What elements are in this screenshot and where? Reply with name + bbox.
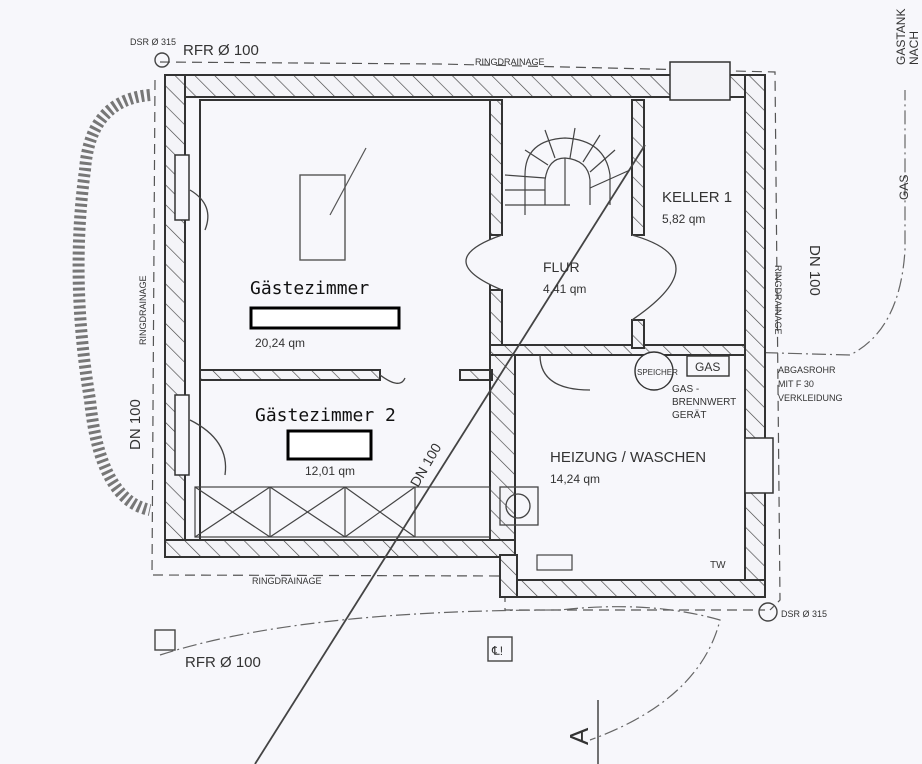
speicher-label: SPEICHER	[637, 368, 678, 377]
switch-box	[536, 554, 573, 571]
billiard-table	[299, 174, 346, 261]
room-area-flur: 4,41 qm	[543, 282, 586, 296]
dn100-diagonal-label: DN 100	[407, 440, 445, 489]
room-area-heizung: 14,24 qm	[550, 472, 600, 486]
speicher-tank	[634, 351, 674, 391]
chimney	[669, 61, 731, 101]
doors	[189, 189, 677, 476]
gastank-label: GASTANK	[894, 9, 908, 65]
rfr-top-label: RFR Ø 100	[183, 42, 259, 59]
windows	[174, 154, 774, 494]
gas-box	[686, 355, 730, 377]
redaction-box-1	[249, 306, 401, 330]
dsr-top-circle	[154, 52, 170, 68]
section-marker-a: A	[564, 727, 594, 745]
drainage-loop	[72, 89, 152, 516]
storage-shelf	[194, 486, 491, 538]
room-name-gaestezimmer: Gästezimmer	[250, 278, 369, 299]
abgas-label-1: ABGASROHR	[778, 365, 836, 375]
redaction-box-2	[286, 429, 373, 461]
brennwert-label-3: GERÄT	[672, 409, 706, 421]
tw-label: TW	[710, 560, 726, 571]
abgas-label-3: VERKLEIDUNG	[778, 393, 843, 403]
dn100-left-label: DN 100	[127, 399, 144, 450]
ringdrainage-top-label: RINGDRAINAGE	[475, 57, 545, 67]
ringdrainage-left-label: RINGDRAINAGE	[138, 275, 148, 345]
abgas-label-2: MIT F 30	[778, 379, 814, 389]
symbol-label: ℄!	[491, 644, 503, 658]
room-name-heizung: HEIZUNG / WASCHEN	[550, 449, 706, 466]
dsr-bottom-circle	[758, 602, 778, 622]
room-name-flur: FLUR	[543, 259, 580, 275]
room-area-gaestezimmer-2: 12,01 qm	[305, 464, 355, 478]
ringdrainage-bottom-label: RINGDRAINAGE	[252, 576, 322, 586]
brennwert-label-1: GAS -	[672, 384, 699, 395]
dn100-right-label: DN 100	[806, 245, 823, 296]
ringdrainage-line	[151, 61, 781, 611]
room-name-keller: KELLER 1	[662, 189, 732, 206]
dn100-diagonal-pipe	[254, 144, 646, 764]
ringdrainage-right-label: RINGDRAINAGE	[773, 265, 783, 335]
staircase	[504, 127, 631, 215]
room-name-gaestezimmer-2: Gästezimmer 2	[255, 405, 396, 426]
room-area-gaestezimmer: 20,24 qm	[255, 336, 305, 350]
washing-machine	[499, 486, 539, 526]
rfr-bottom-label: RFR Ø 100	[185, 654, 261, 671]
gas-pipe-label: GAS	[897, 175, 911, 200]
rfr-bottom-box	[154, 629, 176, 651]
pipe-line	[159, 90, 906, 741]
symbol-box	[487, 636, 513, 662]
dsr-bottom-label: DSR Ø 315	[781, 609, 827, 619]
inner-outline	[199, 99, 491, 541]
dsr-top-label: DSR Ø 315	[130, 37, 176, 47]
gastank-label-2: NACH	[907, 31, 921, 65]
brennwert-label-2: BRENNWERT	[672, 397, 736, 408]
gas-box-label: GAS	[695, 360, 720, 374]
room-area-keller: 5,82 qm	[662, 212, 705, 226]
